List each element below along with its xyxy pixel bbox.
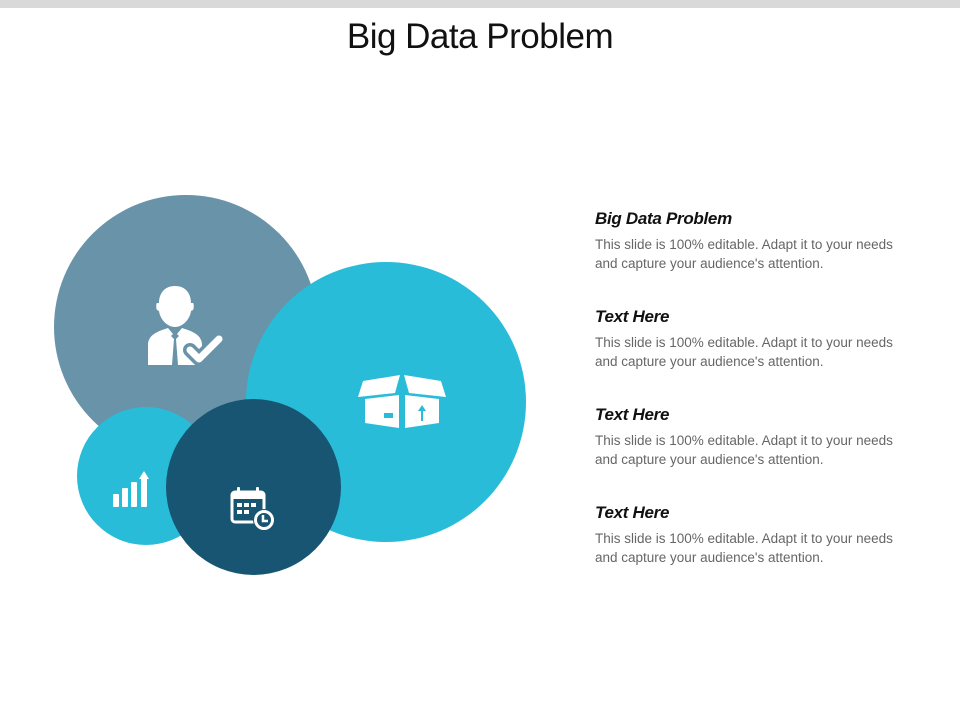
- text-item-4: Text Here This slide is 100% editable. A…: [595, 503, 915, 567]
- text-item-3: Text Here This slide is 100% editable. A…: [595, 405, 915, 469]
- item-heading: Text Here: [595, 405, 670, 424]
- text-item-1: Big Data Problem This slide is 100% edit…: [595, 209, 915, 273]
- item-heading: Big Data Problem: [595, 209, 732, 228]
- top-bar: [0, 0, 960, 8]
- item-body: This slide is 100% editable. Adapt it to…: [595, 433, 893, 467]
- text-item-2: Text Here This slide is 100% editable. A…: [595, 307, 915, 371]
- navy-circle: [166, 399, 341, 575]
- growth-bar-chart-icon: [113, 471, 149, 507]
- item-body: This slide is 100% editable. Adapt it to…: [595, 237, 893, 271]
- item-body: This slide is 100% editable. Adapt it to…: [595, 531, 893, 565]
- item-body: This slide is 100% editable. Adapt it to…: [595, 335, 893, 369]
- calendar-clock-icon: [230, 487, 275, 531]
- slide-title: Big Data Problem: [346, 17, 614, 56]
- businessman-check-icon: [148, 286, 226, 366]
- open-box-icon: [358, 375, 446, 428]
- item-heading: Text Here: [595, 503, 670, 522]
- item-heading: Text Here: [595, 307, 670, 326]
